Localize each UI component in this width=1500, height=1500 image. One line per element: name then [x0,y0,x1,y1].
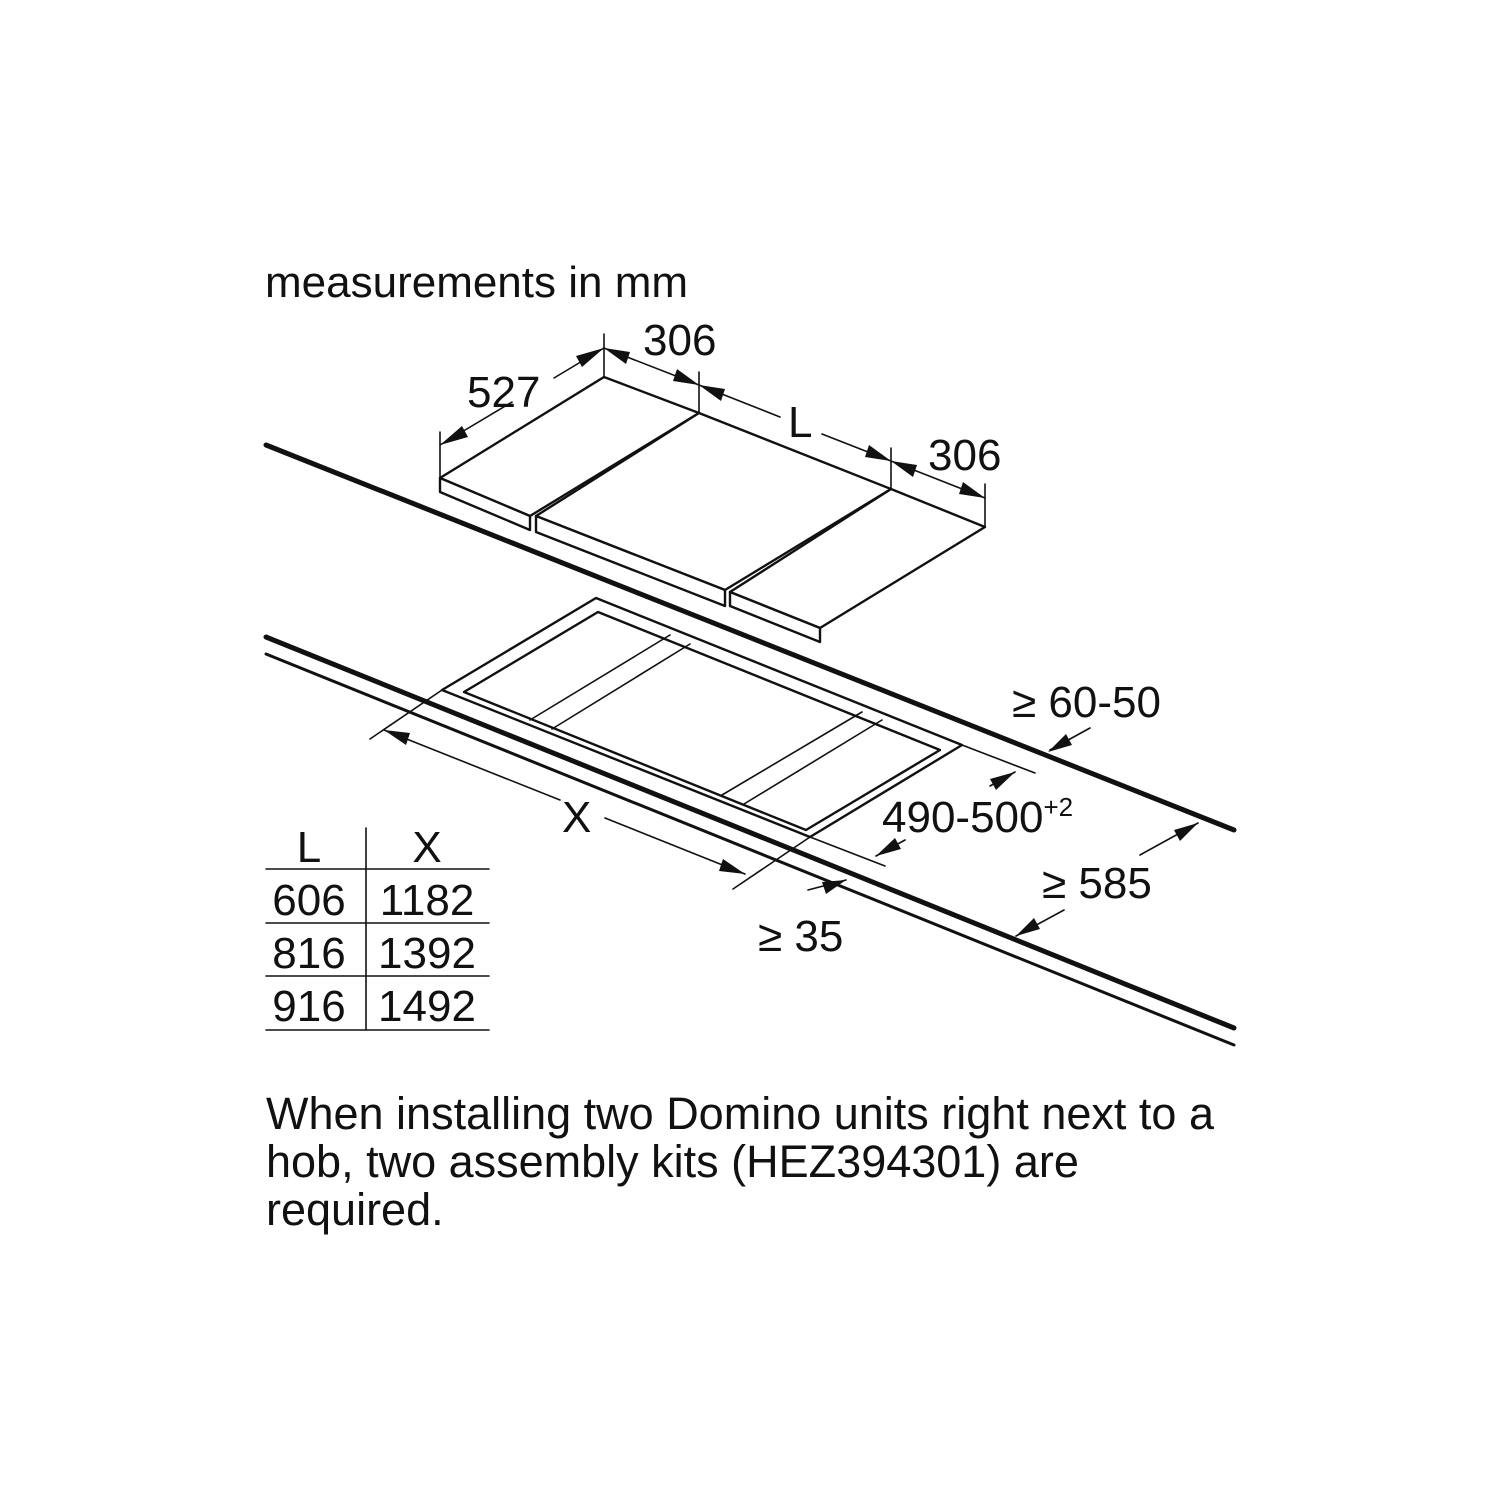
label-527: 527 [467,368,540,417]
label-490-500: 490-500+2 [882,792,1073,842]
dim-x-arrow-left [384,730,410,745]
dim-l-arrow-right [865,445,891,461]
dimension-labels: 527 306 L 306 ≥ 60-50 X 490-500+2 ≥ 585 … [467,316,1161,961]
dim-35-arrow [822,880,846,894]
label-490-500-value: 490-500 [882,793,1043,842]
cutout-divider-left-a [529,634,671,721]
dim-x-ext-left [369,689,443,740]
table-header-x: X [412,823,441,872]
dim-x-ext-right [732,836,811,890]
hob-side [534,514,727,608]
cutout-divider-right-b [743,719,883,805]
dim-306b-arrow-left [891,461,917,477]
label-306-right: 306 [928,431,1001,480]
unit-note: measurements in mm [265,258,689,307]
table-cell-x: 1182 [380,876,475,925]
dim-306a-arrow-left [604,348,630,364]
worktop-front-line-lower [264,652,1236,1047]
worktop-front-line-upper [263,634,1237,1031]
table-cell-x: 1492 [378,982,476,1031]
dim-306b-arrow-right [959,482,985,498]
right-domino-side [728,590,822,644]
table-header-l: L [297,823,321,872]
dim-527-arrow-left [440,426,468,445]
dim-x-arrow-right [719,859,745,874]
cutout [440,596,964,839]
label-35: ≥ 35 [758,912,843,961]
dim-490-ext-top [961,744,1036,774]
lx-table: L X 606 1182 816 1392 916 1492 [265,823,490,1031]
table-cell-x: 1392 [378,929,476,978]
dim-x-line-a [383,729,561,801]
cutout-divider-right-a [721,711,863,796]
dim-490-arrow-top [990,772,1015,790]
dim-527-arrow-right [576,348,604,367]
table-cell-l: 606 [272,876,345,925]
table-cell-l: 816 [272,929,345,978]
dimension-lines [369,333,1199,937]
worktop [263,442,1237,1047]
worktop-back-line [263,442,1237,833]
dim-585-arrow-bottom [1016,918,1040,936]
label-l: L [788,398,812,447]
dim-306a-arrow-right [673,369,699,385]
units [438,375,987,644]
installation-note: When installing two Domino units right n… [266,1088,1214,1235]
dim-6050-arrow [1048,734,1072,752]
cutout-inner [462,610,942,832]
label-490-500-tolerance: +2 [1043,792,1073,822]
table-cell-l: 916 [272,982,345,1031]
label-x: X [562,793,591,842]
dim-490-arrow-bottom [876,838,901,856]
label-306-left: 306 [643,316,716,365]
dim-l-arrow-left [699,385,725,401]
label-585: ≥ 585 [1042,859,1152,908]
cutout-divider-left-b [551,643,691,730]
left-domino-side [438,476,532,532]
dim-585-arrow-top [1174,823,1198,841]
dim-490-ext-bottom [809,836,886,867]
label-60-50: ≥ 60-50 [1012,678,1161,727]
